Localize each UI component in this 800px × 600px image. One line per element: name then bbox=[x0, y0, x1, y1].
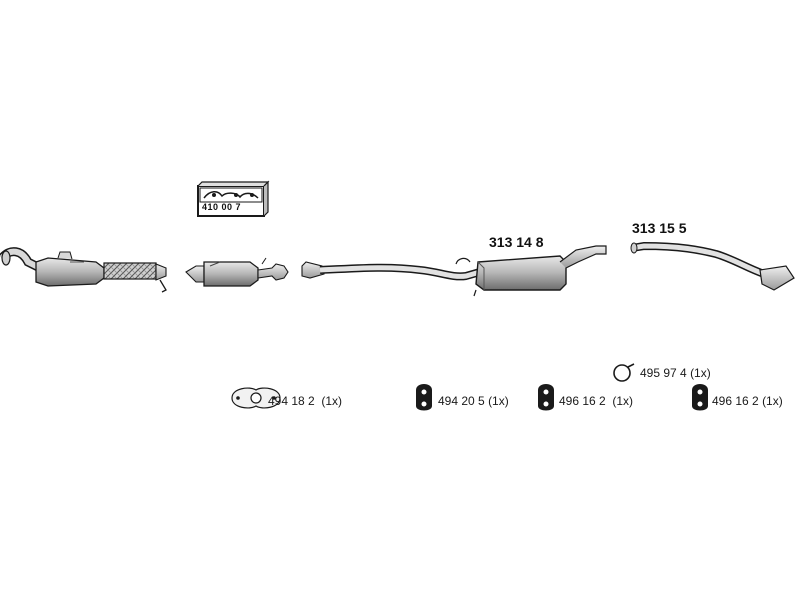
accessory-number: 496 16 2 bbox=[559, 394, 606, 408]
accessory-gasket[interactable]: 494 18 2 (1x) bbox=[268, 394, 342, 408]
rear-pipe-part-number[interactable]: 313 15 5 bbox=[632, 220, 687, 236]
front-pipe-catalyst[interactable] bbox=[0, 247, 167, 293]
middle-muffler-part-number[interactable]: 313 14 8 bbox=[489, 234, 544, 250]
rubber-mount-icon bbox=[416, 384, 432, 411]
accessory-qty: (1x) bbox=[690, 366, 711, 380]
accessory-rubber-mount[interactable]: 496 16 2 (1x) bbox=[712, 394, 783, 408]
gasket-icon bbox=[231, 387, 281, 409]
accessory-rubber-mount[interactable]: 496 16 2 (1x) bbox=[559, 394, 633, 408]
kit-number: 410 00 7 bbox=[202, 202, 242, 212]
accessory-qty: (1x) bbox=[321, 394, 343, 408]
accessory-number: 494 20 5 bbox=[438, 394, 485, 408]
clamp-ring-icon bbox=[613, 363, 635, 382]
rear-pipe[interactable] bbox=[630, 241, 795, 291]
accessory-qty: (1x) bbox=[612, 394, 634, 408]
mounting-kit[interactable]: 410 00 7 bbox=[198, 184, 264, 216]
mounting-kit-box-icon bbox=[197, 180, 270, 217]
accessory-number: 494 18 2 bbox=[268, 394, 315, 408]
rubber-mount-icon bbox=[692, 384, 708, 411]
accessory-number: 496 16 2 bbox=[712, 394, 759, 408]
accessory-qty: (1x) bbox=[488, 394, 509, 408]
accessory-qty: (1x) bbox=[762, 394, 783, 408]
middle-muffler-assembly[interactable] bbox=[301, 245, 607, 297]
accessory-clamp-ring[interactable]: 495 97 4 (1x) bbox=[640, 366, 711, 380]
accessory-number: 495 97 4 bbox=[640, 366, 687, 380]
catalyst-segment[interactable] bbox=[185, 257, 289, 287]
accessory-rubber-mount[interactable]: 494 20 5 (1x) bbox=[438, 394, 509, 408]
rubber-mount-icon bbox=[538, 384, 554, 411]
